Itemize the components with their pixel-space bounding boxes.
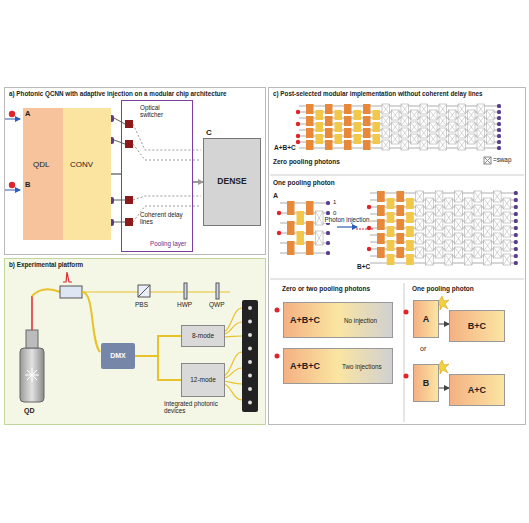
- label: Integrated photonic devices: [164, 400, 226, 414]
- node-text: 8-mode: [192, 332, 214, 339]
- connector: [439, 388, 449, 389]
- node-text: C: [206, 128, 212, 137]
- label: =swap: [493, 156, 511, 163]
- label: QD: [24, 407, 35, 415]
- panel-b-art: [20, 272, 258, 412]
- edge-label: Photon injection: [324, 216, 371, 223]
- label: or: [420, 345, 426, 353]
- node-box: B+C: [357, 188, 523, 274]
- node-box: A+B+C Two injections: [283, 348, 393, 384]
- connector: [337, 226, 357, 227]
- label: One pooling photon: [412, 285, 474, 292]
- node-text: B: [423, 378, 430, 388]
- node-text: DENSE: [217, 177, 246, 187]
- node-text: DMX: [110, 352, 126, 360]
- node-text: A: [423, 314, 430, 324]
- node-text: A: [273, 192, 278, 200]
- node-box: B+C: [449, 310, 505, 342]
- node-text: Two injections: [342, 363, 382, 370]
- node-text: A+B+C: [274, 144, 296, 151]
- node-box: b) Experimental platformDMX 8-mode 12-mode: [4, 258, 266, 425]
- label: 1: [333, 199, 336, 206]
- node-text: a) Photonic QCNN with adaptive injection…: [9, 90, 263, 97]
- node-text: 12-mode: [190, 376, 216, 383]
- node-text: c) Post-selected modular implementation …: [273, 90, 523, 97]
- node-box: c) Post-selected modular implementation …: [268, 87, 526, 425]
- node-box: 8-mode: [181, 325, 225, 347]
- node-box: A+C: [449, 374, 505, 406]
- node-text: A+B+C: [290, 361, 320, 371]
- label: Zero pooling photons: [273, 158, 340, 165]
- label: QWP: [209, 301, 225, 308]
- panel-ground: [4, 258, 266, 425]
- label: PBS: [135, 301, 148, 308]
- label: B: [25, 181, 30, 190]
- label: Optical switcher: [140, 104, 184, 118]
- label: Zero or two pooling photons: [282, 285, 370, 292]
- node-text: B+C: [468, 321, 486, 331]
- node-box: A+B+C No injection: [283, 302, 393, 338]
- connector: [193, 181, 203, 183]
- node-text: No injection: [344, 317, 377, 324]
- connector: [111, 174, 121, 175]
- node-text: Pooling layer: [150, 240, 186, 247]
- node-box: A: [273, 192, 337, 262]
- node-box: A+B+C: [273, 104, 523, 156]
- node-box: QDL: [23, 108, 63, 240]
- node-box: a) Photonic QCNN with adaptive injection…: [4, 87, 266, 255]
- node-text: A+C: [468, 385, 486, 395]
- label: One pooling photon: [273, 179, 335, 186]
- node-box: CDENSE: [203, 138, 261, 226]
- connector: [135, 356, 181, 380]
- node-text: CONV: [70, 160, 93, 169]
- node-text: B+C: [357, 263, 370, 270]
- node-box: CONV: [63, 108, 111, 240]
- node-box: Pooling layer: [121, 100, 193, 252]
- node-box: B: [413, 364, 439, 402]
- label: Coherent delay lines: [140, 211, 192, 225]
- node-box: 12-mode: [181, 363, 225, 397]
- node-text: A+B+C: [290, 315, 320, 325]
- panel-c-art: [270, 104, 524, 422]
- node-box: A: [413, 300, 439, 338]
- label: A: [25, 110, 30, 119]
- node-text: b) Experimental platform: [9, 261, 263, 268]
- connector: [439, 324, 449, 325]
- label: HWP: [177, 301, 192, 308]
- connector: [135, 336, 181, 356]
- node-text: QDL: [33, 160, 49, 169]
- node-box: DMX: [101, 343, 135, 369]
